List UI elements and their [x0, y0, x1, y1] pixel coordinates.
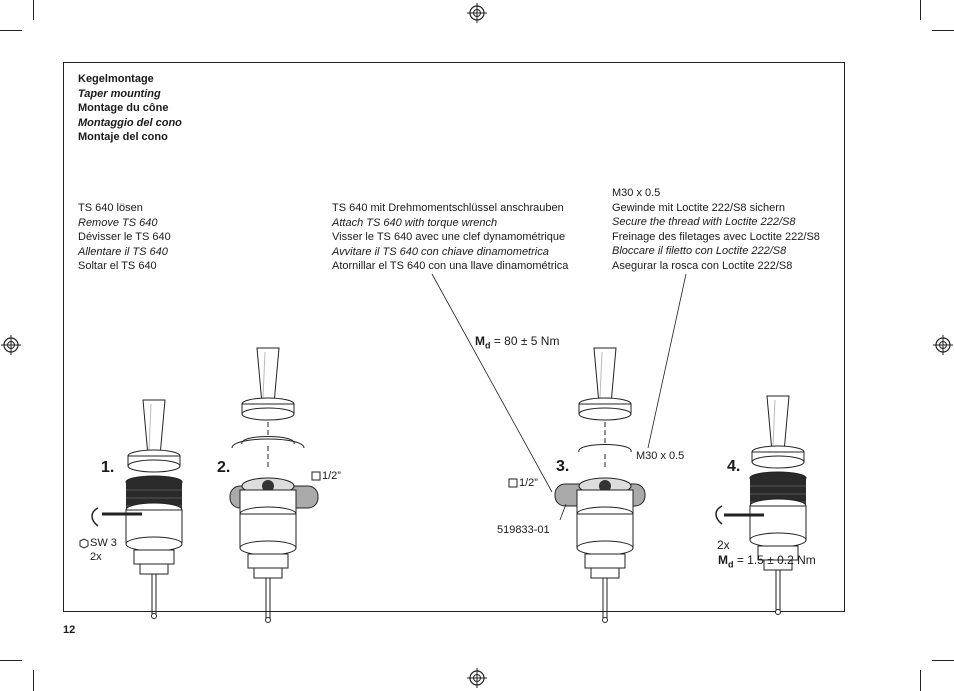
step1-probe [125, 399, 183, 619]
section-title: Kegelmontage Taper mounting Montage du c… [78, 72, 182, 145]
torque-symbol: M [475, 334, 485, 348]
thread-spec: M30 x 0.5 [612, 187, 661, 199]
thread-callout: M30 x 0.5 [636, 450, 685, 462]
step4-count: 2x [717, 538, 730, 552]
text-en: Remove TS 640 [78, 216, 158, 229]
text-it: Bloccare il filetto con Loctite 222/S8 [612, 245, 787, 258]
text-fr: Freinage des filetages avec Loctite 222/… [612, 230, 820, 243]
registration-mark-icon [1, 335, 21, 355]
text-de: TS 640 mit Drehmomentschlüssel anschraub… [332, 202, 564, 214]
wrench-count: 2x [90, 551, 102, 563]
text-es: Atornillar el TS 640 con una llave dinam… [332, 260, 569, 273]
wrench-size: SW 3 [90, 537, 117, 549]
square-drive-label: 1/2” [519, 477, 538, 489]
step-number: 3. [556, 458, 570, 475]
crop-mark [0, 30, 22, 31]
instruction-secure: M30 x 0.5 Gewinde mit Loctite 222/S8 sic… [612, 186, 820, 274]
text-fr: Visser le TS 640 avec une clef dynamomét… [332, 231, 566, 244]
title-es: Montaje del cono [78, 131, 168, 143]
registration-mark-icon [933, 335, 953, 355]
text-es: Soltar el TS 640 [78, 260, 157, 273]
content-frame [63, 62, 845, 612]
title-fr: Montage du cône [78, 102, 169, 114]
torque-main: Md = 80 ± 5 Nm [475, 334, 559, 350]
crop-mark [920, 670, 921, 691]
torque-value: = 1.5 ± 0.2 Nm [733, 553, 816, 567]
torque-subscript: d [485, 340, 491, 351]
title-it: Montaggio del cono [78, 116, 182, 129]
crop-mark [33, 670, 34, 691]
page-number: 12 [63, 624, 76, 636]
crop-mark [33, 0, 34, 20]
text-it: Allentare il TS 640 [78, 245, 168, 258]
part-number: 519833-01 [497, 524, 550, 536]
square-drive-label: 1/2” [322, 470, 341, 482]
crop-mark [932, 30, 954, 31]
text-de: Gewinde mit Loctite 222/S8 sichern [612, 201, 786, 214]
title-en: Taper mounting [78, 87, 161, 100]
torque-value: = 80 ± 5 Nm [490, 334, 560, 348]
crop-mark [920, 0, 921, 20]
step-number: 2. [217, 459, 231, 476]
torque-subscript: d [728, 559, 734, 570]
torque-symbol: M [718, 553, 728, 567]
text-en: Attach TS 640 with torque wrench [332, 216, 498, 229]
text-en: Secure the thread with Loctite 222/S8 [612, 216, 796, 229]
step-number: 4. [727, 458, 741, 475]
step3-probe [554, 347, 646, 623]
instruction-attach: TS 640 mit Drehmomentschlüssel anschraub… [332, 201, 568, 274]
step2-probe [229, 347, 319, 623]
step-number: 1. [101, 459, 115, 476]
text-it: Avvitare il TS 640 con chiave dinamometr… [332, 245, 549, 258]
step4-probe [749, 395, 807, 615]
instruction-remove: TS 640 lösen Remove TS 640 Dévisser le T… [78, 201, 171, 274]
title-de: Kegelmontage [78, 73, 154, 85]
registration-mark-icon [467, 3, 487, 23]
crop-mark [0, 660, 22, 661]
text-es: Asegurar la rosca con Loctite 222/S8 [612, 259, 793, 272]
text-de: TS 640 lösen [78, 202, 143, 214]
text-fr: Dévisser le TS 640 [78, 231, 171, 244]
registration-mark-icon [467, 668, 487, 688]
crop-mark [932, 660, 954, 661]
torque-step4: Md = 1.5 ± 0.2 Nm [718, 553, 816, 569]
